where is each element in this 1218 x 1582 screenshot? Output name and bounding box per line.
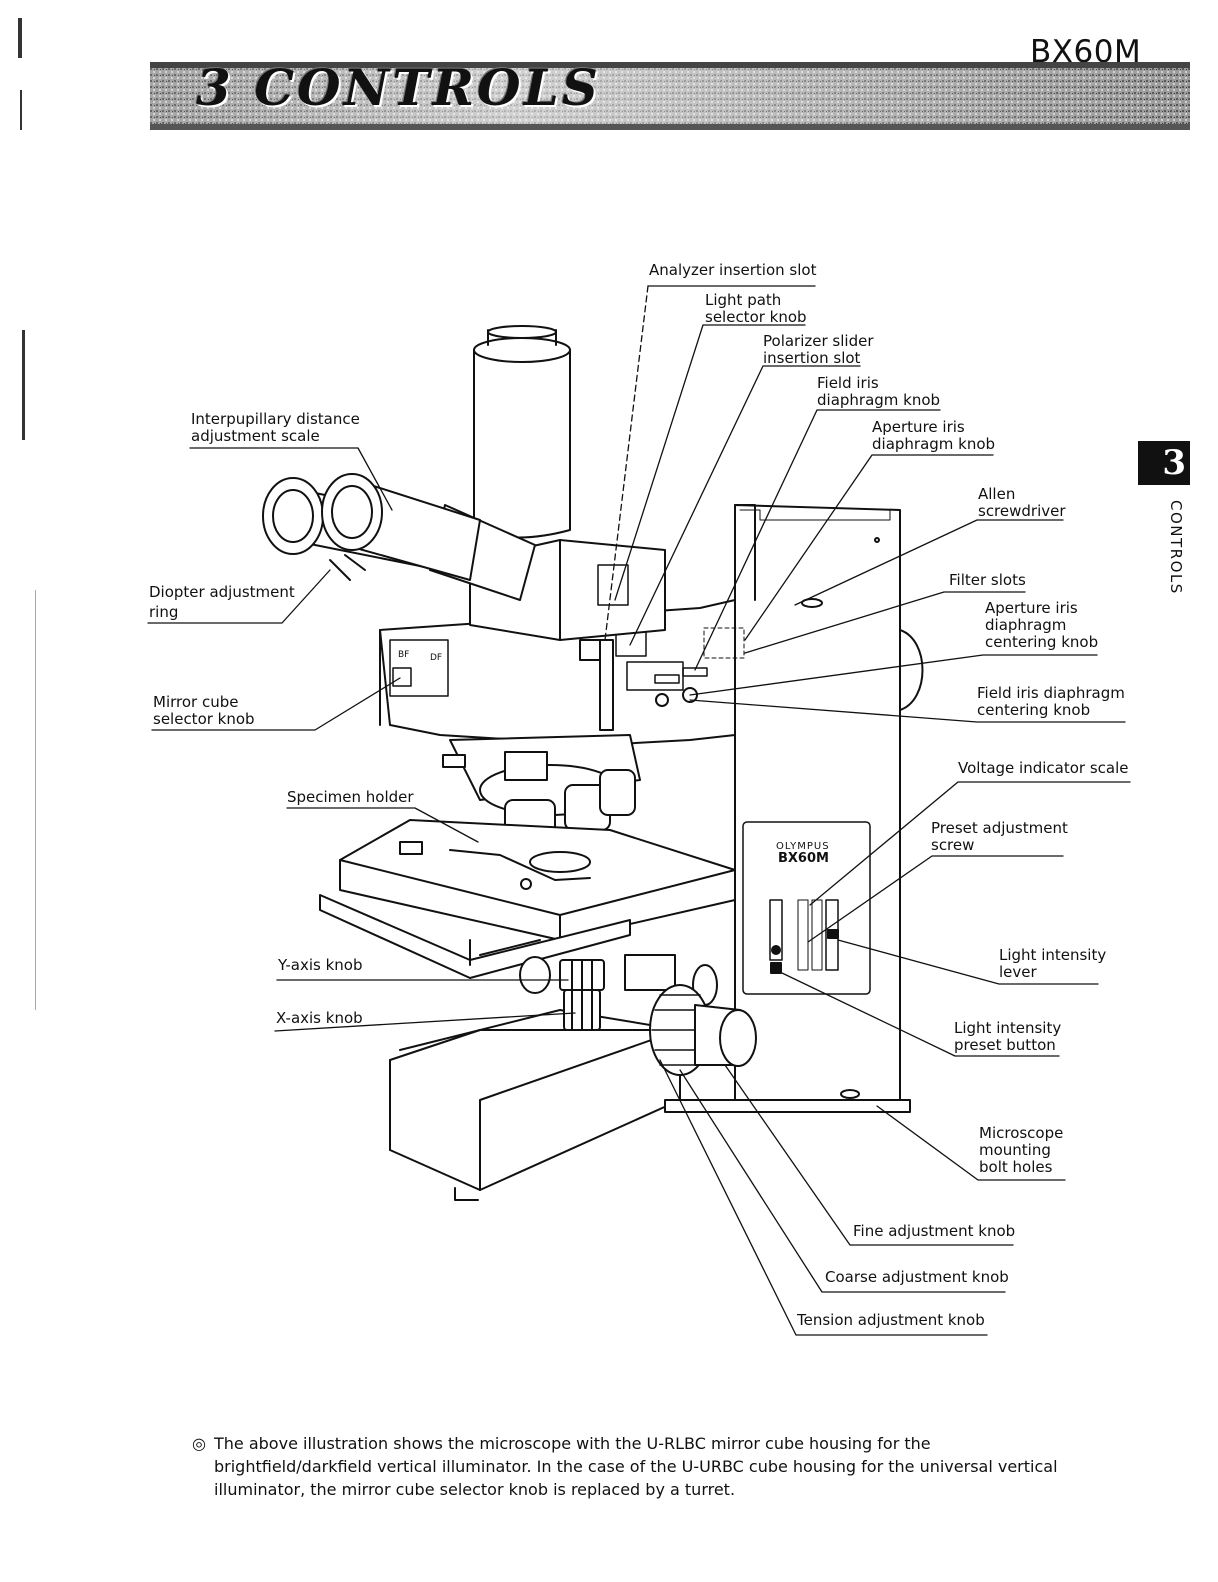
note-text: The above illustration shows the microsc…: [214, 1434, 1058, 1499]
label-y-axis-knob: Y-axis knob: [278, 956, 363, 974]
label-tension-adjustment-knob: Tension adjustment knob: [797, 1311, 985, 1329]
df-marking: DF: [430, 653, 443, 663]
illustration-note: ◎ The above illustration shows the micro…: [192, 1432, 1072, 1501]
label-specimen-holder: Specimen holder: [287, 788, 414, 806]
label-field-centering-knob: Field iris diaphragm centering knob: [977, 684, 1125, 719]
scan-mark: [35, 590, 36, 1010]
chapter-title: 3 CONTROLS: [196, 58, 601, 117]
chapter-banner: [150, 62, 1190, 130]
label-polarizer-slider-slot: Polarizer slider insertion slot: [763, 332, 874, 367]
label-filter-slots: Filter slots: [949, 571, 1026, 589]
scan-mark: [18, 18, 22, 58]
scan-mark: [22, 330, 25, 440]
control-panel: [742, 821, 871, 995]
eyepieces: [262, 473, 481, 581]
label-light-path-selector-knob: Light path selector knob: [705, 291, 807, 326]
label-light-intensity-preset-button: Light intensity preset button: [954, 1019, 1062, 1054]
label-x-axis-knob: X-axis knob: [276, 1009, 363, 1027]
label-aperture-centering-knob: Aperture iris diaphragm centering knob: [985, 599, 1099, 651]
chapter-tab-number: 3: [1138, 441, 1190, 485]
label-fine-adjustment-knob: Fine adjustment knob: [853, 1222, 1016, 1240]
label-light-intensity-lever: Light intensity lever: [999, 946, 1107, 981]
note-bullet-icon: ◎: [192, 1434, 206, 1453]
leader-lines: [147, 285, 1131, 1336]
stage: [319, 819, 736, 979]
focus-knobs: [649, 984, 757, 1076]
label-preset-adjustment-screw: Preset adjustment screw: [931, 819, 1068, 854]
label-allen-screwdriver: Allen screwdriver: [978, 485, 1066, 520]
bf-marking: BF: [398, 650, 410, 660]
label-voltage-indicator-scale: Voltage indicator scale: [958, 759, 1129, 777]
label-mirror-cube-selector: Mirror cube selector knob: [153, 693, 255, 728]
label-aperture-iris-knob: Aperture iris diaphragm knob: [872, 418, 996, 453]
label-coarse-adjustment-knob: Coarse adjustment knob: [825, 1268, 1009, 1286]
label-interpupillary-scale: Interpupillary distance adjustment scale: [191, 410, 360, 445]
model-label: BX60M: [778, 851, 829, 866]
scan-mark: [20, 90, 22, 130]
brand-label: OLYMPUS: [776, 841, 830, 852]
observation-head: [429, 325, 666, 641]
microscope-base: [389, 1009, 681, 1201]
label-mounting-bolt-holes: Microscope mounting bolt holes: [979, 1124, 1064, 1176]
label-field-iris-knob: Field iris diaphragm knob: [817, 374, 941, 409]
stage-knobs: [519, 954, 718, 1031]
label-analyzer-insertion-slot: Analyzer insertion slot: [649, 261, 817, 279]
label-diopter-ring: Diopter adjustment ring: [149, 583, 295, 621]
